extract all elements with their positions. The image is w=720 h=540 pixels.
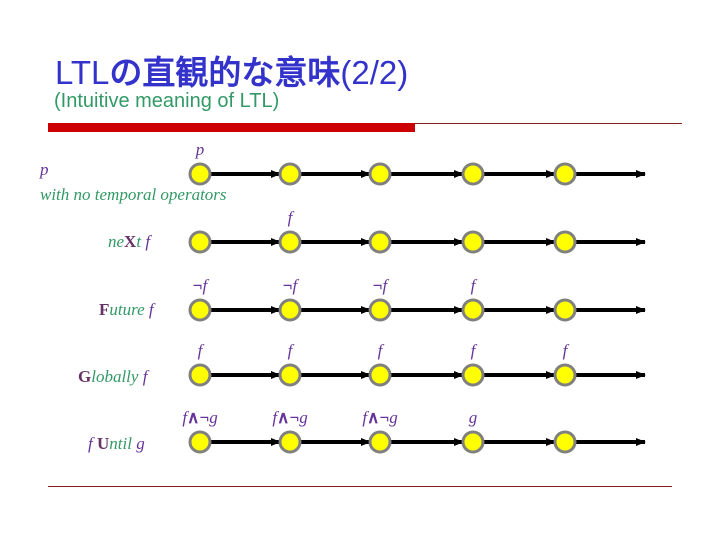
state-node bbox=[278, 162, 302, 186]
sequence-row-until bbox=[188, 430, 646, 454]
title-divider-line bbox=[415, 123, 682, 124]
state-node bbox=[188, 162, 212, 186]
sequence-row-globally bbox=[188, 363, 646, 387]
title-suffix: (2/2) bbox=[340, 54, 409, 91]
state-label: f bbox=[562, 341, 568, 360]
label-arg: f bbox=[145, 232, 151, 251]
label-text: uture bbox=[109, 300, 145, 319]
title-accent-bar bbox=[48, 123, 415, 132]
state-node bbox=[278, 298, 302, 322]
state-node bbox=[278, 363, 302, 387]
title-prefix: LTL bbox=[55, 54, 110, 91]
state-node bbox=[553, 162, 577, 186]
state-label: f∧¬g bbox=[362, 408, 398, 427]
state-node bbox=[368, 298, 392, 322]
row-label-until: f Until g bbox=[88, 434, 145, 454]
state-node bbox=[553, 298, 577, 322]
label-text: ne bbox=[108, 232, 125, 251]
state-node bbox=[553, 430, 577, 454]
label-text: lobally bbox=[91, 367, 139, 386]
label-arg: f bbox=[142, 367, 148, 386]
sequence-row-next bbox=[188, 230, 646, 254]
operator-letter: G bbox=[78, 367, 92, 386]
title-japanese: の直観的な意味 bbox=[109, 54, 341, 91]
label-text: ntil bbox=[109, 434, 132, 453]
state-label: ¬f bbox=[372, 276, 388, 295]
state-label: f bbox=[470, 276, 476, 295]
state-label: f bbox=[470, 341, 476, 360]
row-label-p: p bbox=[40, 160, 49, 179]
state-label: f bbox=[377, 341, 383, 360]
row-label-globally: Globally f bbox=[78, 367, 147, 387]
slide-title: LTLの直観的な意味(2/2) bbox=[55, 46, 408, 94]
state-label: f bbox=[197, 341, 203, 360]
row-label-next: neXt f bbox=[108, 232, 150, 252]
state-label: g bbox=[468, 408, 478, 427]
label-text: t bbox=[136, 232, 142, 251]
state-node bbox=[461, 298, 485, 322]
state-label: f bbox=[287, 208, 293, 227]
state-node bbox=[461, 363, 485, 387]
state-node bbox=[461, 162, 485, 186]
state-node bbox=[368, 230, 392, 254]
slide-subtitle: (Intuitive meaning of LTL) bbox=[54, 90, 280, 112]
state-node bbox=[368, 430, 392, 454]
state-node bbox=[188, 430, 212, 454]
state-label: f∧¬g bbox=[272, 408, 308, 427]
operator-letter: F bbox=[99, 300, 110, 319]
state-label: f bbox=[287, 341, 293, 360]
state-node bbox=[368, 363, 392, 387]
state-node bbox=[553, 363, 577, 387]
row-label-future: Future f bbox=[99, 300, 154, 320]
operator-letter: X bbox=[124, 232, 137, 251]
operator-letter: U bbox=[96, 434, 110, 453]
state-label: f∧¬g bbox=[182, 408, 218, 427]
state-label: ¬f bbox=[282, 276, 298, 295]
state-node bbox=[278, 230, 302, 254]
state-node bbox=[461, 230, 485, 254]
footer-divider-line bbox=[48, 486, 672, 487]
label-arg: g bbox=[136, 434, 145, 453]
state-node bbox=[368, 162, 392, 186]
state-node bbox=[188, 298, 212, 322]
row-label-no-temporal: with no temporal operators bbox=[40, 185, 227, 204]
state-node bbox=[188, 230, 212, 254]
state-label: p bbox=[195, 140, 205, 159]
sequence-row-future bbox=[188, 298, 646, 322]
state-node bbox=[188, 363, 212, 387]
label-arg: f bbox=[148, 300, 154, 319]
label-arg: f bbox=[88, 434, 93, 453]
state-node bbox=[553, 230, 577, 254]
state-node bbox=[278, 430, 302, 454]
state-node bbox=[461, 430, 485, 454]
sequence-row-no-temporal bbox=[188, 162, 646, 186]
state-label: ¬f bbox=[192, 276, 208, 295]
